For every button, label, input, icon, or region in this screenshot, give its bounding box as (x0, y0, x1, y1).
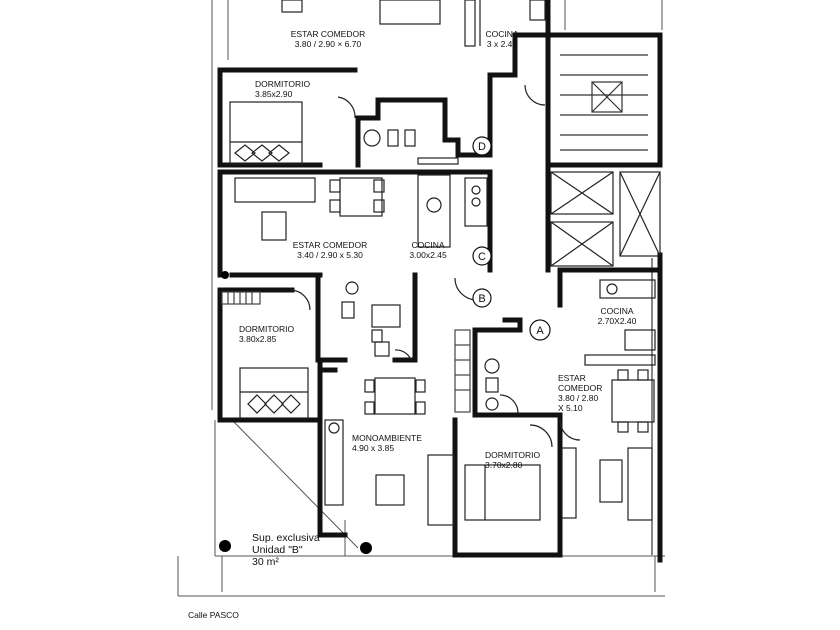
room-name: COCINA (600, 306, 634, 316)
exclusive-area-unit: Unidad "B" (252, 544, 303, 556)
room-dims: 3.80x2.85 (239, 334, 277, 344)
room-name: ESTAR (558, 373, 586, 383)
room-label-estar-mid: ESTAR COMEDOR 3.40 / 2.90 x 5.30 (290, 240, 370, 260)
room-name: COMEDOR (558, 383, 603, 393)
room-dims: 3.80 / 2.90 × 6.70 (294, 39, 362, 49)
unit-marker-label: D (478, 141, 486, 153)
unit-marker-b (472, 288, 492, 308)
room-name: MONOAMBIENTE (352, 433, 422, 443)
exclusive-area-title: Sup. exclusiva (252, 532, 320, 544)
room-label-cocina-right: COCINA 2.70X2.40 (592, 306, 642, 326)
room-dims: 3.85x2.90 (255, 89, 293, 99)
room-name: ESTAR COMEDOR (292, 240, 368, 250)
unit-marker-label: C (478, 251, 486, 263)
room-dims: 3 x 2.40 (486, 39, 518, 49)
room-label-dormitorio-bottom: DORMITORIO 3.70x2.80 (485, 450, 540, 470)
property-boundary (177, 0, 665, 597)
balcony-railing (651, 255, 663, 560)
room-label-cocina-top: COCINA 3 x 2.40 (480, 29, 524, 49)
room-label-monoambiente: MONOAMBIENTE 4.90 x 3.85 (352, 433, 422, 453)
structural-columns (219, 271, 372, 554)
room-label-estar-top: ESTAR COMEDOR 3.80 / 2.90 × 6.70 (290, 29, 366, 49)
unit-markers (472, 136, 551, 341)
room-name: DORMITORIO (255, 79, 311, 89)
room-dims: 2.70X2.40 (597, 316, 637, 326)
room-dims: 4.90 x 3.85 (352, 443, 395, 453)
room-dims: 3.70x2.80 (485, 460, 523, 470)
exclusive-area-size: 30 m² (252, 556, 279, 568)
unit-marker-c (472, 246, 492, 266)
room-name: COCINA (485, 29, 519, 39)
room-dims: 3.40 / 2.90 x 5.30 (297, 250, 363, 260)
room-name: DORMITORIO (239, 324, 295, 334)
room-name: DORMITORIO (485, 450, 541, 460)
unit-marker-label: A (536, 325, 544, 337)
unit-marker-a (529, 319, 551, 341)
room-label-cocina-mid: COCINA 3.00x2.45 (405, 240, 451, 260)
room-dims: 3.00x2.45 (409, 250, 447, 260)
room-dims: 3.80 / 2.80 (558, 393, 599, 403)
exclusive-area-note: Sup. exclusiva Unidad "B" 30 m² (252, 532, 320, 568)
room-name: COCINA (411, 240, 445, 250)
unit-marker-d (472, 136, 492, 156)
room-label-dormitorio-left: DORMITORIO 3.80x2.85 (239, 324, 294, 344)
street-name: Calle PASCO (188, 610, 239, 620)
unit-marker-label: B (478, 293, 485, 305)
room-name: ESTAR COMEDOR (290, 29, 366, 39)
room-label-dormitorio-top: DORMITORIO 3.85x2.90 (255, 79, 310, 99)
room-dims: X 5.10 (558, 403, 583, 413)
room-label-estar-right: ESTAR COMEDOR 3.80 / 2.80 X 5.10 (558, 373, 602, 413)
